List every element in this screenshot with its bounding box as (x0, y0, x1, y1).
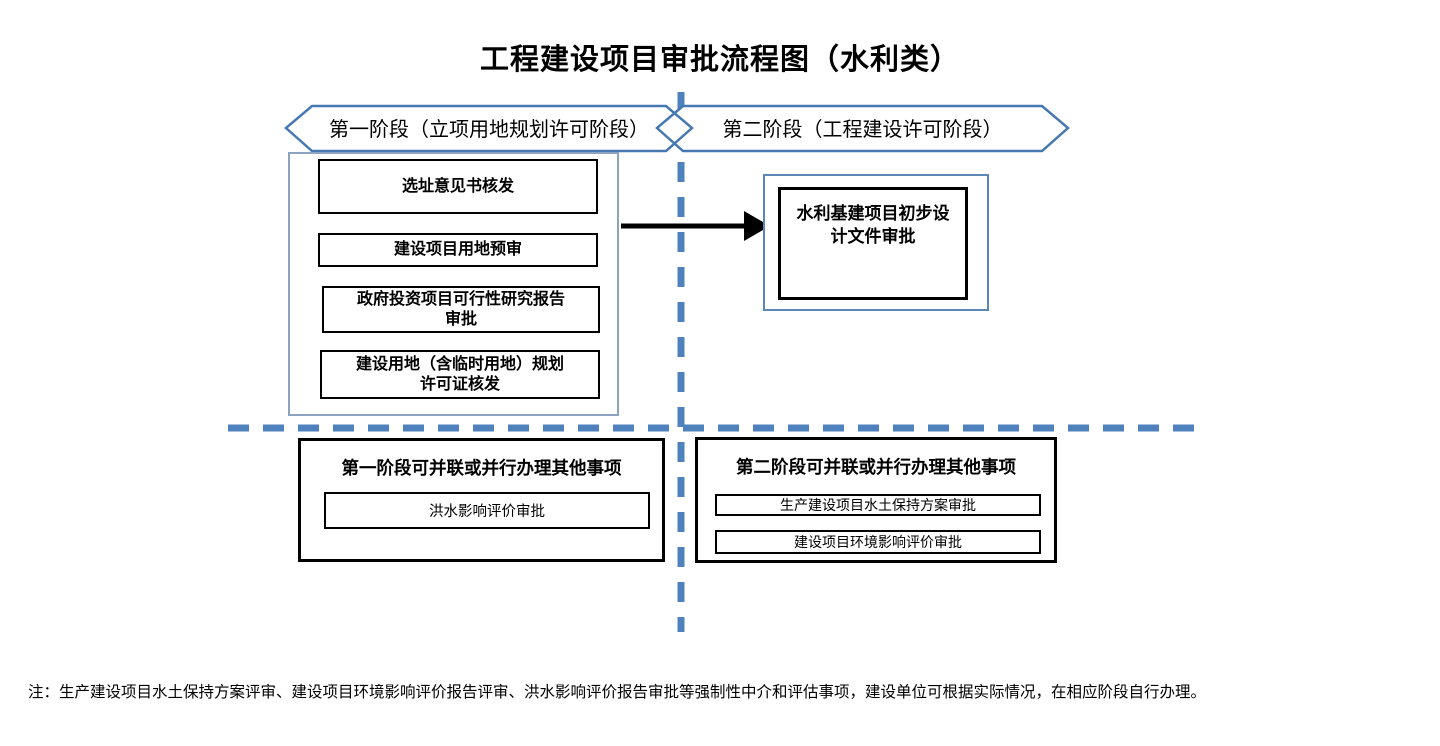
parallel-item-flood-impact: 洪水影响评价审批 (324, 492, 650, 529)
stage1-parallel-title: 第一阶段可并联或并行办理其他事项 (341, 458, 622, 478)
process-box-land-pre-review: 建设项目用地预审 (318, 233, 598, 267)
stage1-parallel-section: 第一阶段可并联或并行办理其他事项 洪水影响评价审批 (298, 438, 665, 562)
stage2-banner-outline (655, 104, 1070, 153)
stage2-parallel-section: 第二阶段可并联或并行办理其他事项 生产建设项目水土保持方案审批 建设项目环境影响… (695, 437, 1057, 563)
stage2-banner-shape (657, 106, 1068, 151)
stage1-banner-label: 第一阶段（立项用地规划许可阶段） (329, 118, 649, 141)
process-box-feasibility-study: 政府投资项目可行性研究报告审批 (322, 286, 600, 333)
stage2-parallel-title: 第二阶段可并联或并行办理其他事项 (736, 457, 1016, 477)
footnote: 注：生产建设项目水土保持方案评审、建设项目环境影响评价报告评审、洪水影响评价报告… (28, 684, 1207, 701)
process-box-preliminary-design-label: 水利基建项目初步设计文件审批 (796, 204, 950, 246)
process-box-preliminary-design: 水利基建项目初步设计文件审批 (778, 187, 968, 300)
stage1-banner-shape (286, 106, 692, 151)
stage2-banner-label: 第二阶段（工程建设许可阶段） (722, 118, 1003, 141)
parallel-item-environmental-impact: 建设项目环境影响评价审批 (715, 530, 1041, 554)
process-box-site-selection: 选址意见书核发 (318, 159, 598, 214)
page-title: 工程建设项目审批流程图（水利类） (479, 44, 960, 76)
process-box-planning-permit-label: 建设用地（含临时用地）规划许可证核发 (355, 355, 564, 393)
process-box-planning-permit: 建设用地（含临时用地）规划许可证核发 (320, 350, 600, 399)
process-box-feasibility-study-label: 政府投资项目可行性研究报告审批 (356, 290, 565, 328)
flow-arrow-head (744, 211, 770, 241)
stage1-banner-outline (284, 104, 694, 153)
parallel-item-soil-water-conservation: 生产建设项目水土保持方案审批 (715, 494, 1041, 516)
